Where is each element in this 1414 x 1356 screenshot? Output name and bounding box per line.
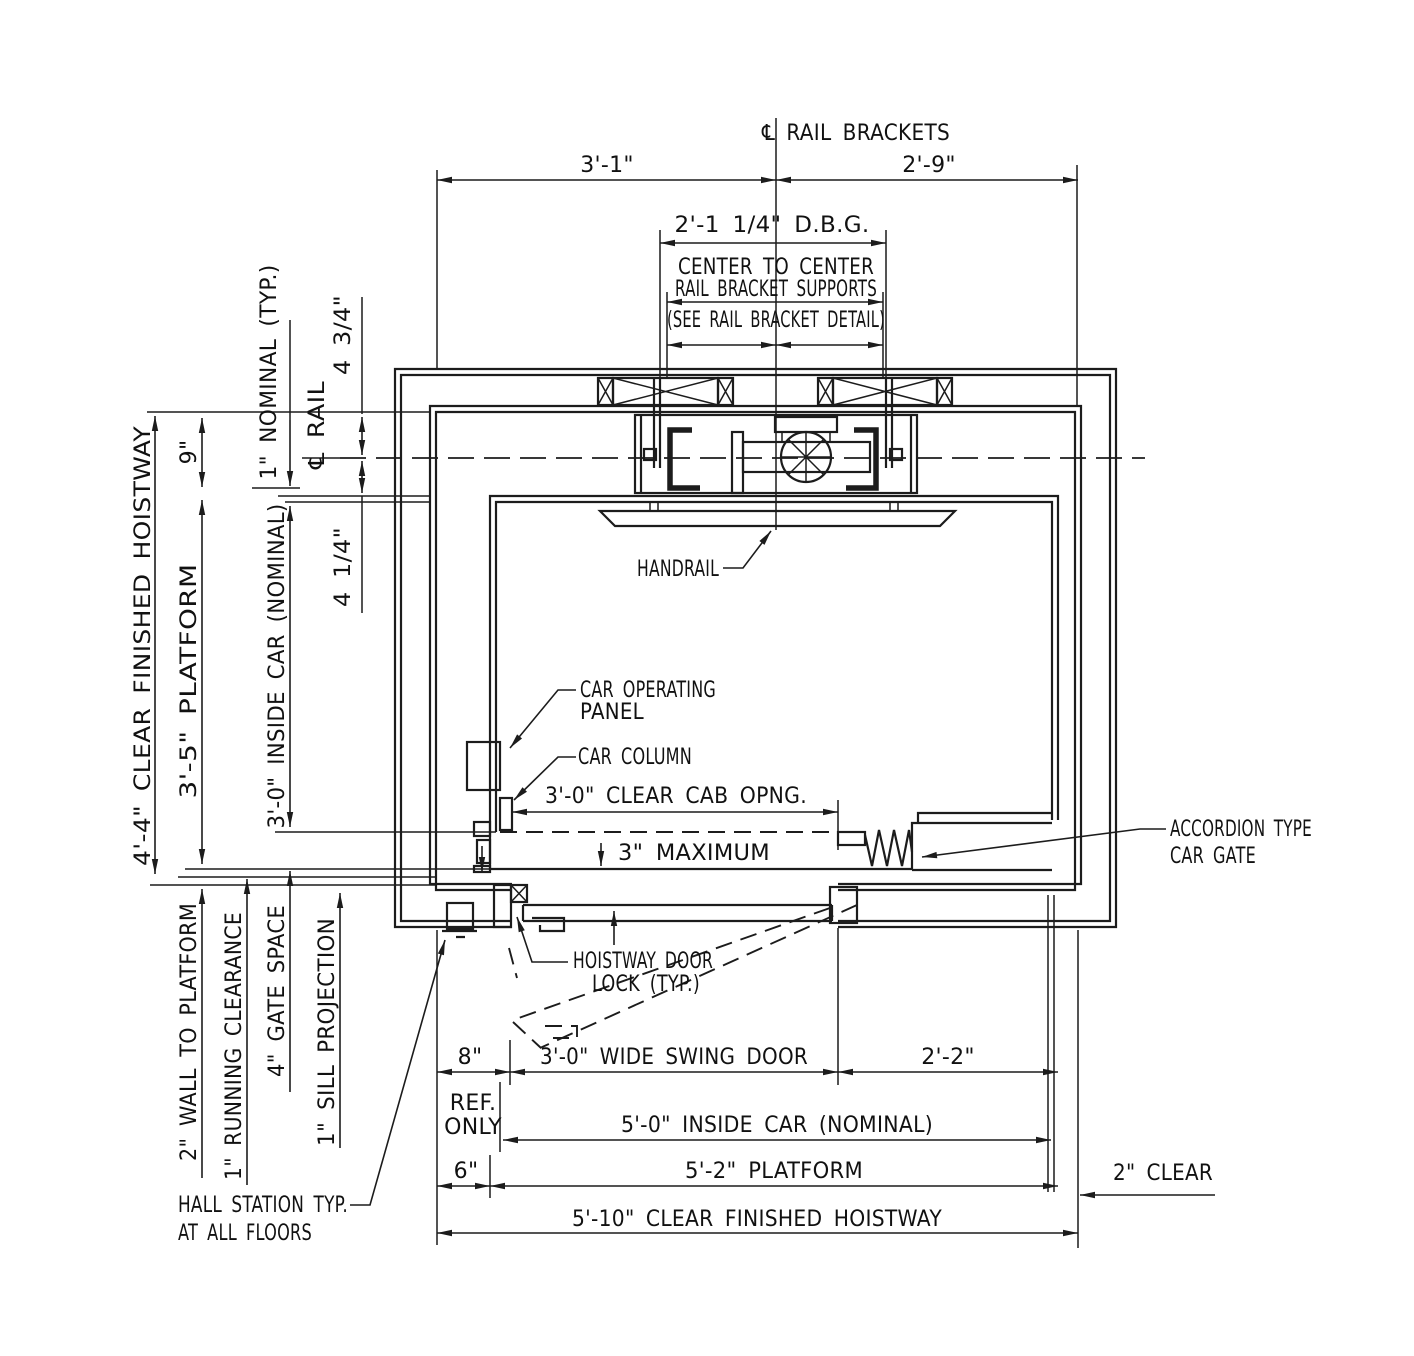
rail-bracket-blocking (596, 376, 954, 407)
car-cab (488, 494, 1060, 872)
door-hinge-jamb (828, 885, 859, 925)
hoistway-walls (393, 367, 1118, 929)
drive-sheave (779, 430, 833, 484)
dim-4-14: 4 1/4" (331, 527, 356, 607)
door-panel-open (508, 904, 858, 1049)
gate-strike-column (472, 820, 492, 874)
dim-4-34: 4 3/4" (331, 295, 356, 375)
label-cl-rail: ℄ RAIL (305, 380, 330, 470)
accordion-car-gate (500, 829, 914, 867)
label-hall-station-line1: HALL STATION TYP. (178, 1193, 348, 1218)
leader-car-column (513, 756, 576, 801)
guide-rail-blades (652, 378, 894, 468)
dim-4-4-hoistway: 4'-4" CLEAR FINISHED HOISTWAY (131, 426, 156, 866)
dim-5-10-hoistway: 5'-10" CLEAR FINISHED HOISTWAY (572, 1207, 942, 1232)
leader-accordion-gate (921, 828, 1166, 859)
gate-post (836, 830, 867, 847)
label-ctc-line1: CENTER TO CENTER (678, 255, 874, 280)
label-ref-line2: ONLY (444, 1115, 502, 1140)
label-ref-line1: REF. (450, 1091, 497, 1116)
dim-3-5-platform: 3'-5" PLATFORM (177, 564, 202, 799)
dim-cab-opening: 3'-0" CLEAR CAB OPNG. (545, 784, 807, 809)
label-cop-line1: CAR OPERATING (580, 678, 716, 703)
gate-zigzag (863, 829, 914, 867)
dim-6: 6" (454, 1159, 479, 1184)
guide-rails-and-sling (633, 378, 919, 495)
dim-3-1: 3'-1" (580, 153, 634, 178)
label-handrail: HANDRAIL (637, 557, 719, 582)
label-accordion-line1: ACCORDION TYPE (1170, 817, 1312, 842)
dim-2-wall-to-platform: 2" WALL TO PLATFORM (177, 903, 202, 1161)
label-ctc-note: (SEE RAIL BRACKET DETAIL) (667, 308, 885, 333)
hoistway-swing-door (492, 883, 859, 1049)
dim-dbg: 2'-1 1/4" D.B.G. (675, 213, 870, 238)
dim-5-2-platform: 5'-2" PLATFORM (685, 1159, 863, 1184)
dim-1-sill-projection: 1" SILL PROJECTION (315, 918, 340, 1146)
guide-shoe-left (667, 427, 700, 491)
dim-5-0-inside-car: 5'-0" INSIDE CAR (NOMINAL) (621, 1113, 933, 1138)
dim-3-maximum: 3" MAXIMUM (618, 841, 770, 866)
label-ctc-line2: RAIL BRACKET SUPPORTS (675, 277, 877, 302)
label-car-column: CAR COLUMN (578, 745, 692, 770)
dim-1-running-clearance: 1" RUNNING CLEARANCE (222, 912, 247, 1180)
label-cl-rail-brackets: ℄ RAIL BRACKETS (761, 121, 950, 146)
leader-handrail (723, 530, 772, 569)
leader-car-operating-panel (509, 689, 576, 749)
dim-9: 9" (177, 440, 202, 465)
gate-pocket (910, 811, 1052, 872)
label-accordion-line2: CAR GATE (1170, 844, 1256, 869)
car-operating-panel (465, 740, 502, 792)
leader-hall-station (350, 939, 446, 1206)
dim-3-0-inside-car: 3'-0" INSIDE CAR (NOMINAL) (265, 504, 290, 829)
door-pivot-block (509, 883, 529, 904)
car-column (498, 796, 514, 832)
extension-lines (147, 118, 1079, 1248)
sling-frame (633, 413, 919, 495)
leader-door-lock (516, 916, 568, 963)
door-lock-open-position (545, 1025, 578, 1039)
dim-swing-door: 3'-0" WIDE SWING DOOR (540, 1045, 808, 1070)
dim-8: 8" (458, 1045, 483, 1070)
label-cop-line2: PANEL (580, 700, 644, 725)
leader-lines (350, 530, 1166, 1206)
dim-2-9: 2'-9" (902, 153, 956, 178)
label-door-lock-line2: LOCK (TYP.) (592, 972, 700, 997)
dim-4-gate-space: 4" GATE SPACE (265, 905, 290, 1077)
door-panel-closed (521, 903, 834, 923)
handrail (597, 502, 958, 528)
label-door-lock-line1: HOISTWAY DOOR (573, 949, 713, 974)
dim-1-nominal: 1" NOMINAL (TYP.) (257, 265, 282, 480)
guide-shoe-right (846, 427, 879, 491)
door-strike-jamb (492, 883, 513, 929)
dim-2-2: 2'-2" (921, 1045, 975, 1070)
dimension-lines (151, 176, 1215, 1237)
label-hall-station-line2: AT ALL FLOORS (178, 1221, 312, 1246)
dim-2-clear: 2" CLEAR (1113, 1161, 1213, 1186)
door-lock-closed-position (532, 916, 566, 933)
hall-station (442, 901, 477, 939)
